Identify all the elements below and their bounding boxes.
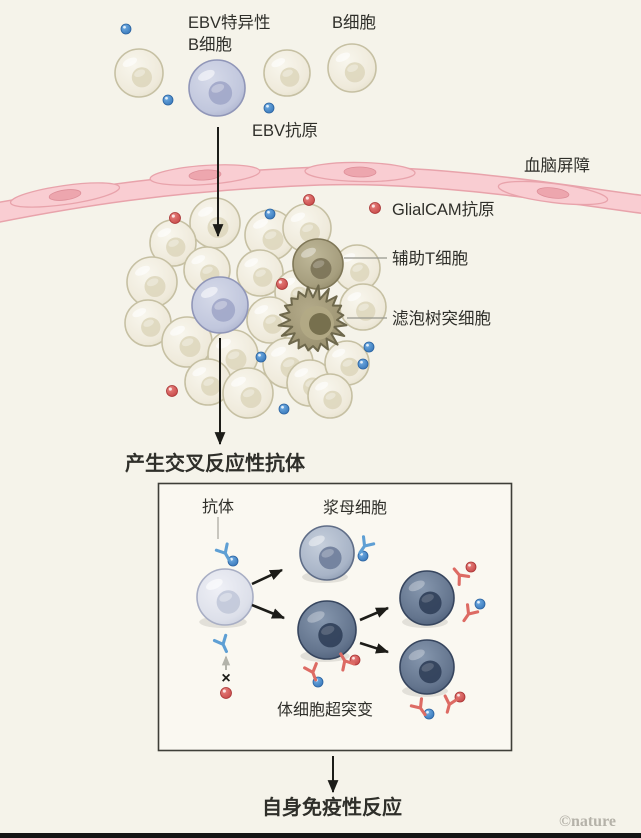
ebv-antigen-dot [278, 403, 290, 415]
plasmablast-cell [299, 525, 355, 581]
arrow-icon [359, 641, 390, 654]
b-cell [222, 367, 274, 419]
blood-brain-barrier [0, 161, 641, 223]
b-cell [126, 256, 178, 308]
flow-arrows [212, 127, 339, 794]
blocked-x-icon: × [221, 670, 230, 687]
ebv-specific-b-cell [188, 59, 246, 117]
ebv-antigen-dot [474, 598, 486, 610]
endothelial-nucleus [188, 169, 222, 181]
red-antibody-icon [339, 652, 356, 672]
antigen-dots [120, 23, 381, 415]
blood-brain-barrier-label: 血脑屏障 [524, 156, 590, 175]
mutated-plasma-cell [297, 600, 357, 660]
endothelial-nucleus [536, 187, 570, 199]
glialcam-antigen-dot [276, 278, 288, 290]
b-cell [161, 316, 213, 368]
ebv-antigen-dot [357, 358, 369, 370]
glialcam-antigen-dot [465, 561, 477, 573]
activated-b-cell [196, 568, 254, 626]
ebv-antigen-dot [264, 208, 276, 220]
glialcam-antigen-legend-dot [369, 202, 381, 214]
b-cell [114, 48, 164, 98]
ebv-antigen-dot [120, 23, 132, 35]
b-cell [324, 340, 370, 386]
arrow-icon [359, 606, 389, 622]
dendritic-nucleus [309, 313, 331, 335]
b-cell-label: B细胞 [332, 13, 376, 32]
nature-watermark: ©nature [559, 813, 616, 830]
glialcam-antigen-dot [303, 194, 315, 206]
ebv-antigen-dot [162, 94, 174, 106]
plasmablast-label: 浆母细胞 [323, 499, 387, 517]
blue-antibody-icon [214, 542, 231, 562]
b-cell [244, 209, 296, 261]
blue-antibody-icon [358, 535, 376, 555]
somatic-hypermutation-label: 体细胞超突变 [277, 701, 373, 719]
helper-t-cell-label: 辅助T细胞 [392, 249, 468, 268]
b-cell [236, 249, 284, 297]
red-antibody-icon [462, 603, 480, 623]
endothelial-nucleus [48, 189, 82, 201]
panel-arrows [251, 568, 390, 654]
ebv-antigen-dot [263, 102, 275, 114]
panel-cells [196, 525, 455, 697]
glialcam-antigen-dot [166, 385, 178, 397]
helper-t-cell [292, 238, 344, 290]
glialcam-antigen-label: GlialCAM抗原 [392, 200, 495, 219]
follicular-dendritic-cell [277, 284, 348, 352]
cross-reactive-antibodies-title: 产生交叉反应性抗体 [125, 451, 306, 475]
glialcam-antigen-dot [169, 212, 181, 224]
glialcam-antigen-dot [220, 687, 232, 699]
b-cell [327, 43, 377, 93]
b-cell [333, 244, 381, 292]
autoimmune-response-title: 自身免疫性反应 [262, 795, 402, 819]
b-cell [189, 197, 241, 249]
blue-antibody-icon [212, 633, 228, 654]
b-cell [149, 219, 197, 267]
red-antibody-icon [452, 567, 471, 586]
ebv-specific-b-cell-label-line1: EBV特异性 [188, 13, 271, 32]
mutated-plasma-cell [399, 639, 455, 695]
antibody-label: 抗体 [202, 498, 234, 516]
pointer-lines [217, 257, 387, 539]
arrow-icon [251, 568, 283, 586]
red-antibody-icon [443, 694, 459, 714]
ebv-specific-b-cell-label-line2: B细胞 [188, 35, 232, 54]
mutated-plasma-cell [399, 570, 455, 626]
ebv-specific-b-cell [191, 276, 249, 334]
b-cell [307, 373, 353, 419]
follicular-dendritic-cell-label: 滤泡树突细胞 [392, 309, 491, 328]
b-cell [263, 49, 311, 97]
red-antibody-icon [303, 662, 318, 682]
endothelial-nucleus [343, 166, 377, 178]
b-cell [124, 299, 172, 347]
ebv-antigen-dot [255, 351, 267, 363]
bottom-bar [0, 833, 641, 838]
arrow-icon [251, 603, 286, 620]
ebv-antigen-dot [363, 341, 375, 353]
b-cell [339, 283, 387, 331]
b-cell [246, 296, 294, 344]
red-antibody-icon [409, 697, 427, 717]
ebv-antigen-label: EBV抗原 [252, 121, 318, 140]
